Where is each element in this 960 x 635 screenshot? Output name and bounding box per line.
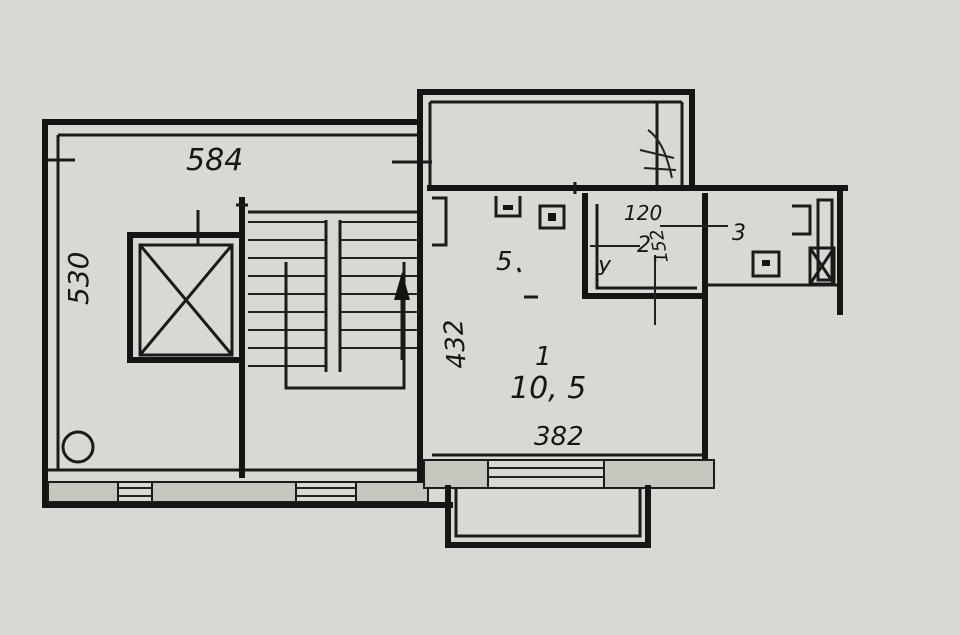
staircase [248, 210, 420, 390]
bathroom-block [582, 185, 843, 325]
stairwell-exterior-wall [47, 481, 429, 503]
stair-up-arrow-icon [394, 272, 410, 300]
kitchen-number: 5 [496, 247, 513, 277]
apartment [417, 89, 848, 548]
bathroom-number: 2 [637, 233, 651, 258]
bath-width-label: 120 [624, 201, 662, 225]
room-window [487, 459, 605, 489]
stairwell-window-right [295, 481, 357, 503]
toilet-number: 3 [732, 221, 746, 246]
kitchen-appliances [494, 196, 566, 230]
balcony [445, 485, 651, 548]
stairwell [42, 119, 453, 508]
bath-label: У [598, 256, 612, 280]
standpipe-circle-icon [61, 430, 95, 464]
room-depth-label: 432 [439, 318, 473, 370]
room-area-label: 10, 5 [510, 371, 586, 406]
room-number: 1 [535, 342, 552, 372]
room-width-label: 382 [534, 422, 584, 452]
stairwell-window-left [117, 481, 153, 503]
stairwell-width-label: 584 [186, 143, 243, 178]
elevator-shaft [127, 210, 243, 363]
stairwell-depth-label: 530 [62, 252, 95, 305]
